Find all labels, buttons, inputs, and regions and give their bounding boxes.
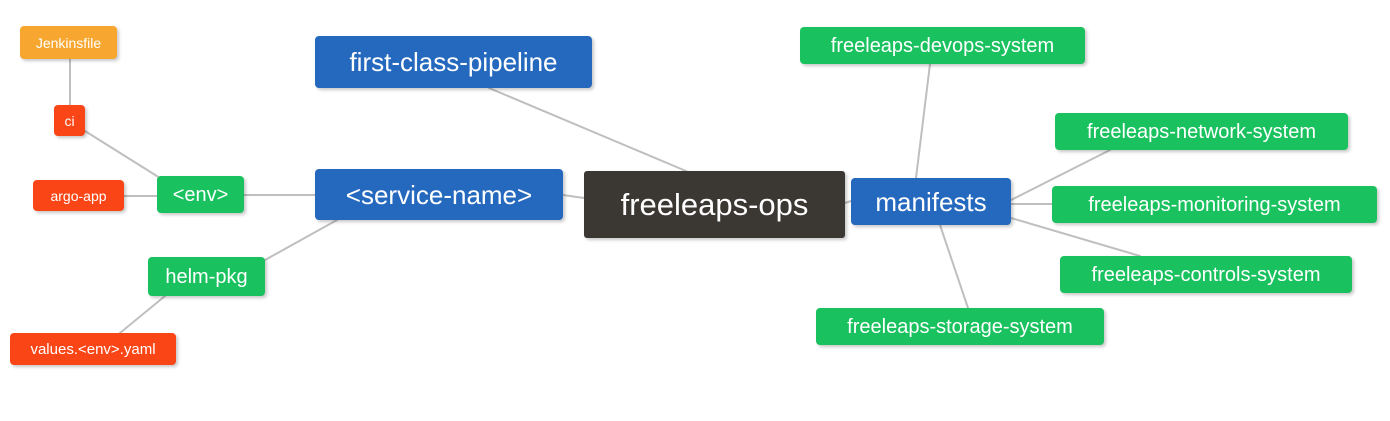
node-freeleaps-storage-system[interactable]: freeleaps-storage-system <box>816 308 1104 345</box>
node-freeleaps-controls-system[interactable]: freeleaps-controls-system <box>1060 256 1352 293</box>
node-manifests[interactable]: manifests <box>851 178 1011 225</box>
node-service-name[interactable]: <service-name> <box>315 169 563 220</box>
edge-e-manifests-controls <box>1010 217 1141 257</box>
node-helm-pkg[interactable]: helm-pkg <box>148 257 265 296</box>
node-label: <env> <box>172 183 229 206</box>
node-argo-app[interactable]: argo-app <box>33 180 124 211</box>
node-first-class-pipeline[interactable]: first-class-pipeline <box>315 36 592 88</box>
edge-e-servicename-ops <box>562 194 585 199</box>
node-label: freeleaps-network-system <box>1087 120 1316 143</box>
node-values-env-yaml[interactable]: values.<env>.yaml <box>10 333 176 365</box>
node-label: freeleaps-devops-system <box>830 34 1055 57</box>
node-label: freeleaps-controls-system <box>1091 263 1321 286</box>
edge-e-servicename-helmpkg <box>264 219 338 261</box>
node-label: values.<env>.yaml <box>30 340 156 358</box>
edge-e-manifests-storage <box>939 224 969 309</box>
node-freeleaps-devops-system[interactable]: freeleaps-devops-system <box>800 27 1085 64</box>
node-label: freeleaps-ops <box>620 187 809 222</box>
node-jenkinsfile[interactable]: Jenkinsfile <box>20 26 117 59</box>
edge-e-helmpkg-values <box>119 295 166 334</box>
node-freeleaps-monitoring-system[interactable]: freeleaps-monitoring-system <box>1052 186 1377 223</box>
node-label: freeleaps-monitoring-system <box>1088 193 1341 216</box>
node-label: helm-pkg <box>165 265 248 288</box>
edge-e-pipeline-ops <box>488 87 687 172</box>
node-label: <service-name> <box>345 179 533 210</box>
node-label: freeleaps-storage-system <box>847 315 1073 338</box>
node-env[interactable]: <env> <box>157 176 244 213</box>
node-label: ci <box>64 112 75 129</box>
node-label: argo-app <box>50 187 107 204</box>
node-label: first-class-pipeline <box>349 47 558 77</box>
node-freeleaps-ops[interactable]: freeleaps-ops <box>584 171 845 238</box>
edge-e-ci-env <box>84 130 161 179</box>
node-ci[interactable]: ci <box>54 105 85 136</box>
node-freeleaps-network-system[interactable]: freeleaps-network-system <box>1055 113 1348 150</box>
node-label: Jenkinsfile <box>35 34 102 51</box>
node-label: manifests <box>875 186 987 217</box>
edge-e-manifests-devops <box>915 63 931 179</box>
